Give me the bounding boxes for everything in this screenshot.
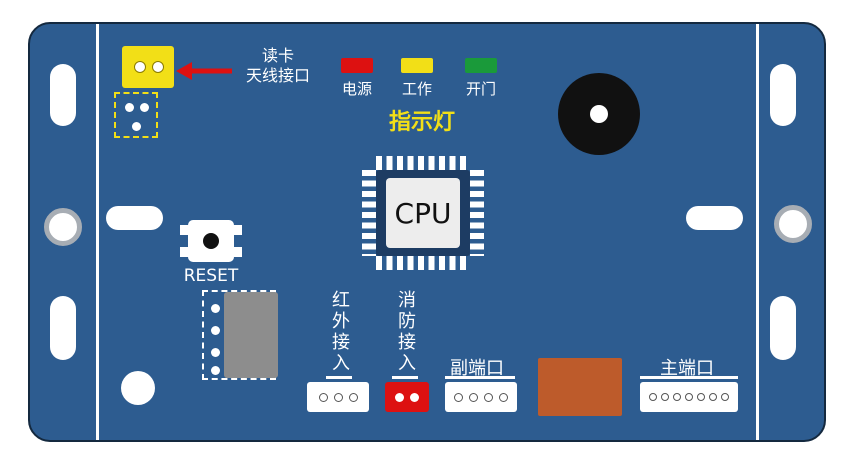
connector-hole <box>649 393 657 401</box>
reset-button-dot <box>203 233 219 249</box>
connector-hole <box>348 392 358 402</box>
fire-connector <box>385 382 429 412</box>
pcb-board: 读卡 天线接口 电源 工作 开门 指示灯 CPU RESET 红外接入 消防接入 <box>28 22 826 442</box>
connector-hole <box>318 392 328 402</box>
buzzer-hole <box>590 105 608 123</box>
mount-slot-bottom-left <box>50 296 76 360</box>
connector-hole <box>333 392 343 402</box>
mount-slot-top-right <box>770 64 796 126</box>
slot-oval-left <box>106 206 163 230</box>
reset-label: RESET <box>183 266 239 286</box>
main-port-connector <box>640 382 738 412</box>
connector-hole <box>484 392 493 402</box>
mount-ring-left <box>44 208 82 246</box>
antenna-footprint-outline <box>114 92 158 138</box>
mount-ring-right <box>774 205 812 243</box>
ic-pin-dot <box>211 304 220 313</box>
main-port-label: 主端口 <box>660 358 714 379</box>
connector-hole <box>499 392 508 402</box>
cpu-pins-right <box>470 170 484 256</box>
power-led <box>341 58 373 73</box>
indicator-title: 指示灯 <box>388 110 455 135</box>
infrared-connector <box>307 382 369 412</box>
footprint-dot <box>140 103 149 112</box>
reset-button[interactable] <box>180 220 242 262</box>
connector-hole <box>469 392 478 402</box>
cpu-chip: CPU <box>376 170 470 256</box>
antenna-pinhole <box>134 61 146 73</box>
work-led <box>401 58 433 73</box>
footprint-dot <box>125 103 134 112</box>
ic-pin-dot <box>211 326 220 335</box>
door-led-label: 开门 <box>465 80 496 98</box>
gray-ic-chip <box>224 292 278 378</box>
mount-slot-top-left <box>50 64 76 126</box>
reset-leg <box>180 225 188 235</box>
connector-hole <box>685 393 693 401</box>
connector-hole <box>697 393 705 401</box>
connector-hole <box>395 392 404 402</box>
right-flange-divider <box>756 24 759 440</box>
ic-pin-dot <box>211 366 220 375</box>
secondary-port-connector <box>445 382 517 412</box>
reset-leg <box>234 225 242 235</box>
door-led <box>465 58 497 73</box>
slot-oval-right <box>686 206 743 230</box>
buzzer <box>558 73 640 155</box>
fire-label: 消防接入 <box>395 290 416 374</box>
antenna-label-line1: 读卡 <box>261 46 294 65</box>
reset-leg <box>180 247 188 257</box>
work-led-label: 工作 <box>401 80 432 98</box>
mount-slot-bottom-right <box>770 296 796 360</box>
ic-pin-dot <box>211 348 220 357</box>
cpu-pins-top <box>376 156 470 170</box>
left-flange-divider <box>96 24 99 440</box>
infrared-label: 红外接入 <box>329 290 350 374</box>
secondary-port-underline <box>445 376 515 379</box>
cpu-label: CPU <box>386 178 460 248</box>
power-led-label: 电源 <box>341 80 372 98</box>
cpu-pins-bottom <box>376 256 470 270</box>
relay-component <box>538 358 622 416</box>
connector-hole <box>721 393 729 401</box>
antenna-label-line2: 天线接口 <box>245 66 310 85</box>
connector-hole <box>661 393 669 401</box>
antenna-pinhole <box>152 61 164 73</box>
red-arrow-icon <box>176 62 232 80</box>
connector-hole <box>410 392 419 402</box>
mount-hole-bottom-left <box>121 371 155 405</box>
connector-hole <box>673 393 681 401</box>
secondary-port-label: 副端口 <box>450 358 504 379</box>
main-port-underline <box>640 376 738 379</box>
cpu-pins-left <box>362 170 376 256</box>
antenna-connector <box>122 46 174 88</box>
antenna-label: 读卡 天线接口 <box>208 46 348 86</box>
infrared-underline <box>326 376 352 379</box>
reset-leg <box>234 247 242 257</box>
connector-hole <box>454 392 463 402</box>
fire-underline <box>392 376 418 379</box>
footprint-dot <box>132 122 141 131</box>
connector-hole <box>709 393 717 401</box>
